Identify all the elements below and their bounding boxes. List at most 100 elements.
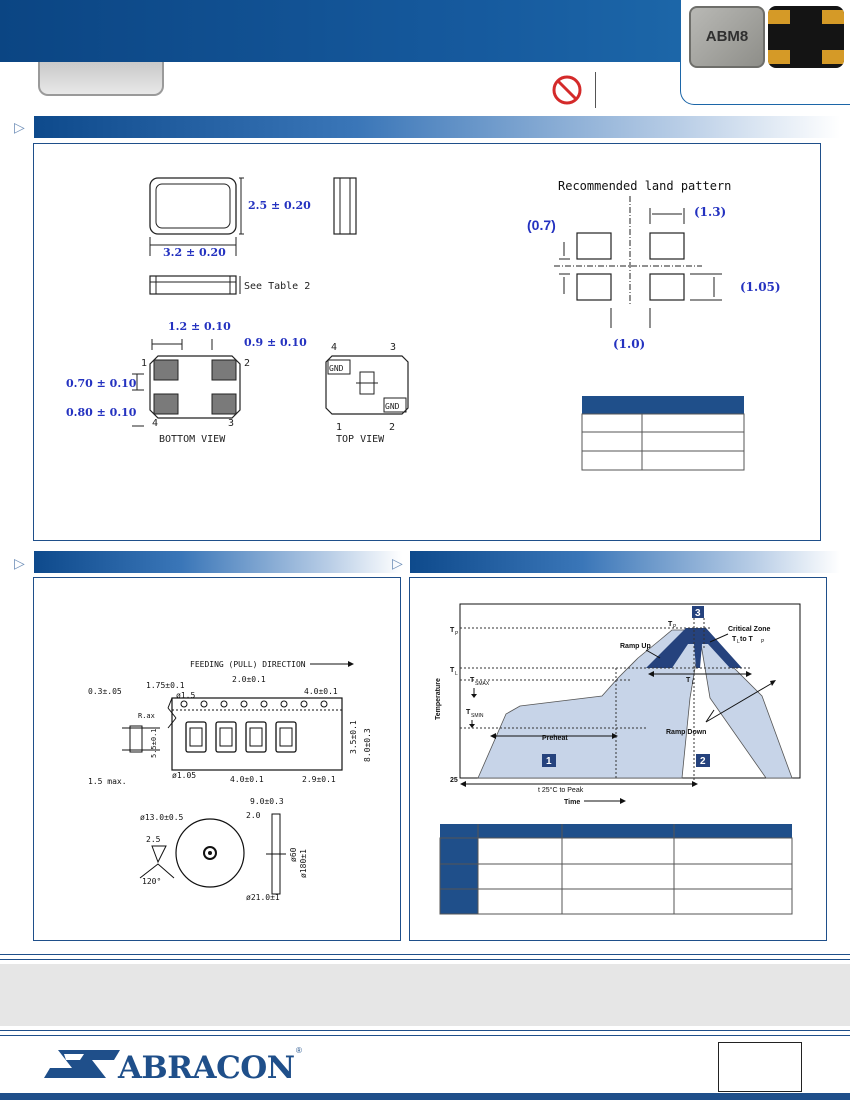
- dim-height: 2.5 ± 0.20: [248, 199, 311, 212]
- svg-text:2: 2: [244, 358, 250, 369]
- land-pad-4: [649, 273, 685, 301]
- svg-text:0.3±.05: 0.3±.05: [88, 687, 122, 696]
- registered-mark: ®: [296, 1046, 302, 1055]
- svg-text:ø180±1: ø180±1: [299, 849, 308, 878]
- svg-text:1.75±0.1: 1.75±0.1: [146, 681, 185, 690]
- svg-text:4.0±0.1: 4.0±0.1: [230, 775, 264, 784]
- abracon-logo-text: ABRACON: [118, 1050, 295, 1086]
- critical-zone: [646, 628, 742, 668]
- dim-pad-height: 0.70 ± 0.10: [66, 377, 137, 390]
- svg-text:T: T: [450, 667, 455, 674]
- top-view-label: TOP VIEW: [336, 434, 385, 445]
- packaging-panel: FEEDING (PULL) DIRECTION 0.3±.05 1.75±0.…: [33, 577, 401, 941]
- svg-text:ø60: ø60: [289, 847, 298, 862]
- land-pattern-title: Recommended land pattern: [558, 179, 731, 193]
- section-bar-packaging: [34, 551, 402, 573]
- svg-text:8.0±0.3: 8.0±0.3: [363, 728, 372, 762]
- dim-thickness: See Table 2: [244, 281, 310, 292]
- svg-text:1: 1: [546, 756, 552, 767]
- footer-rule-bottom: [0, 1030, 850, 1031]
- footer-grey-band: [0, 964, 850, 1026]
- dim-pad-spacing: 0.80 ± 0.10: [66, 406, 137, 419]
- bottom-view-label: BOTTOM VIEW: [159, 434, 226, 445]
- reflow-table-row-headers: [440, 838, 478, 914]
- reflow-table: [439, 837, 793, 915]
- svg-text:ø21.0±1: ø21.0±1: [246, 893, 280, 902]
- svg-text:9.0±0.3: 9.0±0.3: [250, 797, 284, 806]
- svg-text:3: 3: [228, 418, 234, 429]
- pad-4: [153, 393, 179, 415]
- peak-label: t 25°C to Peak: [538, 786, 584, 794]
- svg-text:5.5±0.1: 5.5±0.1: [150, 728, 158, 758]
- product-bottom-photo: [768, 6, 844, 68]
- feed-direction-label: FEEDING (PULL) DIRECTION: [190, 660, 306, 669]
- svg-text:T: T: [668, 621, 673, 628]
- pad-bottom-left: [768, 50, 790, 64]
- svg-text:3.5±0.1: 3.5±0.1: [349, 720, 358, 754]
- divider: [595, 72, 596, 108]
- svg-text:4.0±0.1: 4.0±0.1: [304, 687, 338, 696]
- preheat-label: Preheat: [542, 735, 568, 742]
- svg-text:P: P: [455, 631, 459, 637]
- svg-text:ø1.5: ø1.5: [176, 691, 195, 700]
- svg-text:L: L: [737, 639, 740, 645]
- svg-text:SMIN: SMIN: [471, 713, 484, 719]
- carrier-tape: [171, 697, 343, 771]
- reel-outline: [175, 818, 245, 888]
- svg-text:2.0: 2.0: [246, 811, 261, 820]
- reflow-table-header: [440, 824, 792, 838]
- reflow-profile-chart: Preheat T L t 25°C to Peak Time Temperat…: [435, 603, 801, 915]
- svg-text:SMAX: SMAX: [475, 681, 490, 687]
- top-view-outline: [325, 355, 409, 415]
- svg-text:T: T: [470, 677, 475, 684]
- package-outline: [149, 177, 237, 235]
- svg-text:L: L: [455, 671, 458, 677]
- svg-text:1: 1: [141, 358, 147, 369]
- footer-rule-top-2: [0, 959, 850, 960]
- svg-text:GND: GND: [385, 402, 400, 411]
- time-axis-label: Time: [564, 799, 580, 806]
- section-bar-reflow: [410, 551, 840, 573]
- svg-text:1: 1: [336, 422, 342, 433]
- footer-rule-top: [0, 954, 850, 955]
- svg-text:3: 3: [695, 608, 701, 619]
- header-tab: [38, 62, 164, 96]
- svg-text:2.9±0.1: 2.9±0.1: [302, 775, 336, 784]
- pad-3: [211, 393, 237, 415]
- table-2-header: [582, 396, 744, 414]
- dim-pad-gap: 0.9 ± 0.10: [244, 336, 307, 349]
- svg-text:120°: 120°: [142, 877, 161, 886]
- footer-rule-bottom-2: [0, 1035, 850, 1036]
- no-sign-icon: [552, 75, 582, 105]
- pad-bottom-right: [822, 50, 844, 64]
- svg-text:to T: to T: [740, 636, 754, 643]
- reflow-panel: Preheat T L t 25°C to Peak Time Temperat…: [409, 577, 827, 941]
- land-pad-3: [576, 273, 612, 301]
- pad-top-right: [822, 10, 844, 24]
- pockets: [185, 721, 297, 753]
- header-gradient: [0, 0, 680, 62]
- dim-pad-width: 1.2 ± 0.10: [168, 320, 231, 333]
- table-2: [581, 413, 745, 471]
- critical-zone-label: Critical Zone: [728, 626, 771, 633]
- sprocket-holes: [180, 700, 328, 708]
- zone-1-badge: [542, 754, 556, 767]
- svg-text:4: 4: [331, 342, 337, 353]
- svg-text:GND: GND: [329, 364, 344, 373]
- tape-reel-drawing: FEEDING (PULL) DIRECTION 0.3±.05 1.75±0.…: [88, 660, 372, 902]
- svg-text:ø1.05: ø1.05: [172, 771, 196, 780]
- package-profile-view: [149, 275, 237, 295]
- page-number-box: [718, 1042, 802, 1092]
- svg-text:R.ax: R.ax: [138, 712, 155, 720]
- 25c-label: 25: [450, 777, 458, 784]
- svg-text:T: T: [450, 627, 455, 634]
- land-pad-2: [649, 232, 685, 260]
- svg-text:T: T: [466, 709, 471, 716]
- package-side-view: [333, 177, 357, 235]
- svg-text:2: 2: [389, 422, 395, 433]
- dimension-drawing: 2.5 ± 0.20 3.2 ± 0.20 See Table 2 1.2 ± …: [66, 177, 781, 471]
- svg-text:2: 2: [700, 756, 706, 767]
- svg-text:ø13.0±0.5: ø13.0±0.5: [140, 813, 184, 822]
- ramp-down-label: Ramp Down: [666, 729, 706, 736]
- dim-width: 3.2 ± 0.20: [163, 246, 226, 259]
